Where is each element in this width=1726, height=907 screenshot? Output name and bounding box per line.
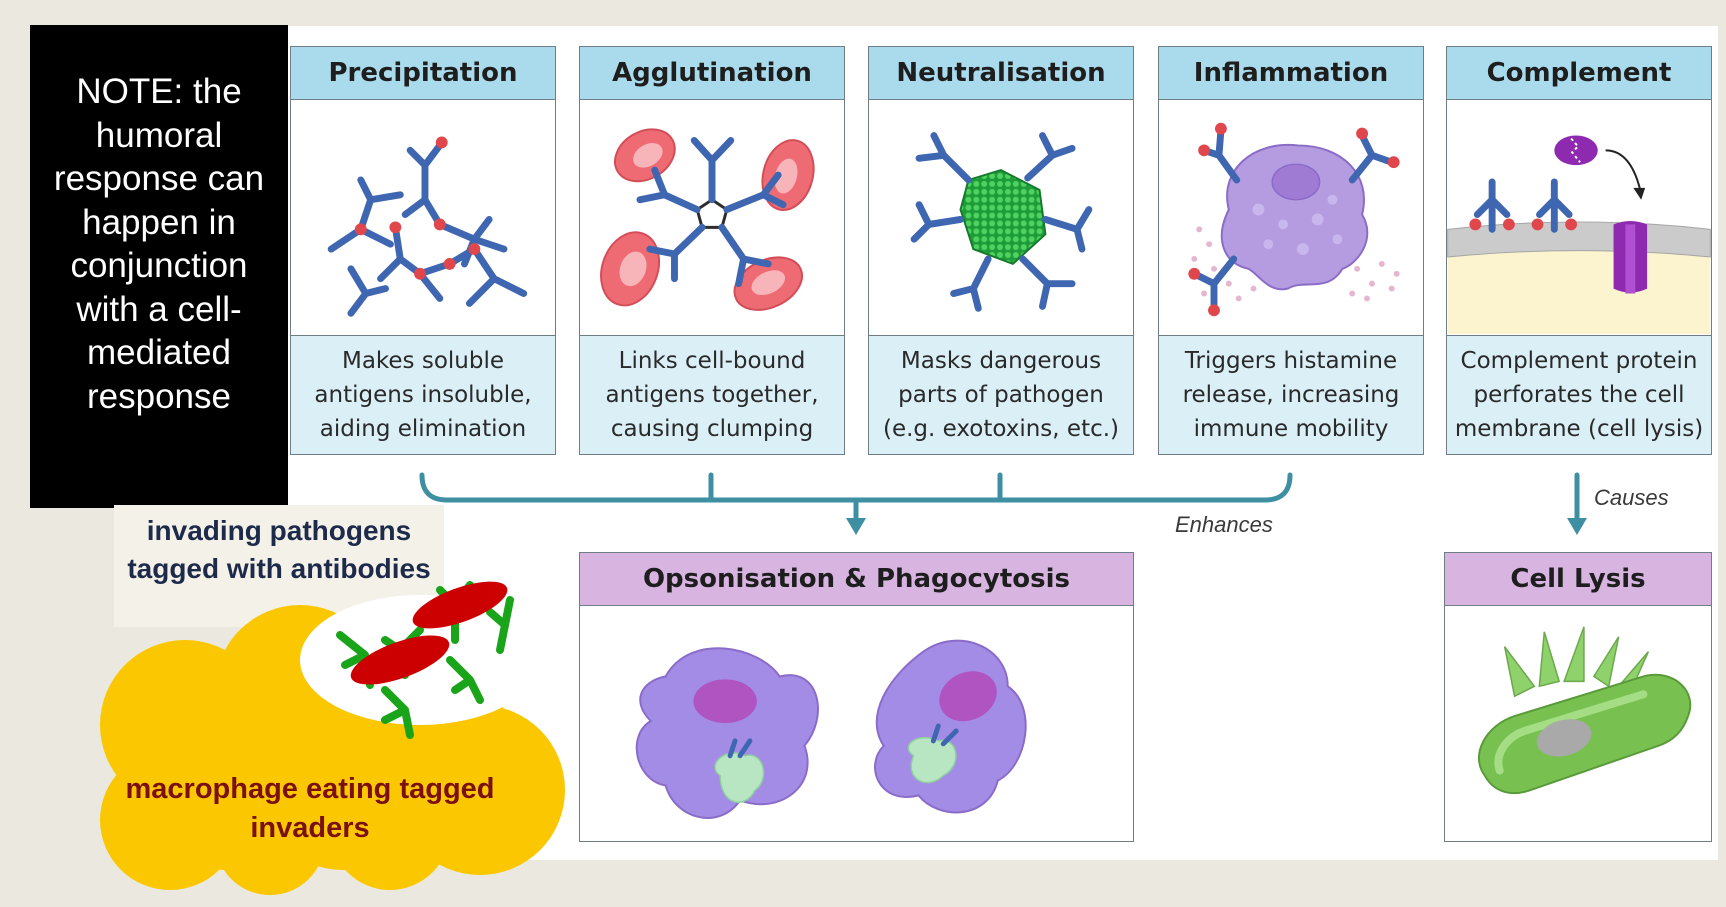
outcome-opsonisation: Opsonisation & Phagocytosis	[579, 552, 1134, 842]
precipitation-illustration	[291, 101, 555, 334]
outcome-title: Cell Lysis	[1445, 553, 1711, 606]
mechanism-precipitation: Precipitation Makes soluble antigens ins…	[290, 46, 556, 455]
outcome-cell-lysis: Cell Lysis	[1444, 552, 1712, 842]
mechanism-description: Makes soluble antigens insoluble, aiding…	[291, 335, 555, 454]
neutralisation-illustration	[869, 101, 1133, 334]
mechanism-description: Triggers histamine release, increasing i…	[1159, 335, 1423, 454]
macrophage-label: macrophage eating tagged invaders	[125, 773, 495, 844]
mechanism-description: Complement protein perforates the cell m…	[1447, 335, 1711, 454]
complement-illustration	[1447, 101, 1711, 334]
mechanism-description: Masks dangerous parts of pathogen (e.g. …	[869, 335, 1133, 454]
causes-label: Causes	[1594, 485, 1669, 510]
mechanism-inflammation: Inflammation	[1158, 46, 1424, 455]
agglutination-illustration	[580, 101, 844, 334]
note-box: NOTE: the humoral response can happen in…	[30, 25, 288, 508]
inflammation-illustration	[1159, 101, 1423, 334]
enhances-label: Enhances	[1175, 512, 1273, 537]
mechanism-neutralisation: Neutralisation Masks dangerous parts of …	[868, 46, 1134, 455]
phagocytosis-illustration	[580, 607, 1133, 841]
mechanism-title: Complement	[1447, 47, 1711, 100]
cell-lysis-illustration	[1445, 607, 1711, 841]
mechanism-agglutination: Agglutination	[579, 46, 845, 455]
mechanism-complement: Complement Complement protein perforates…	[1446, 46, 1712, 455]
mechanism-description: Links cell-bound antigens together, caus…	[580, 335, 844, 454]
mechanism-title: Neutralisation	[869, 47, 1133, 100]
pathogens-tagged-label: invading pathogens tagged with antibodie…	[127, 515, 431, 584]
mechanism-title: Precipitation	[291, 47, 555, 100]
outcome-title: Opsonisation & Phagocytosis	[580, 553, 1133, 606]
mechanism-title: Agglutination	[580, 47, 844, 100]
mechanism-title: Inflammation	[1159, 47, 1423, 100]
